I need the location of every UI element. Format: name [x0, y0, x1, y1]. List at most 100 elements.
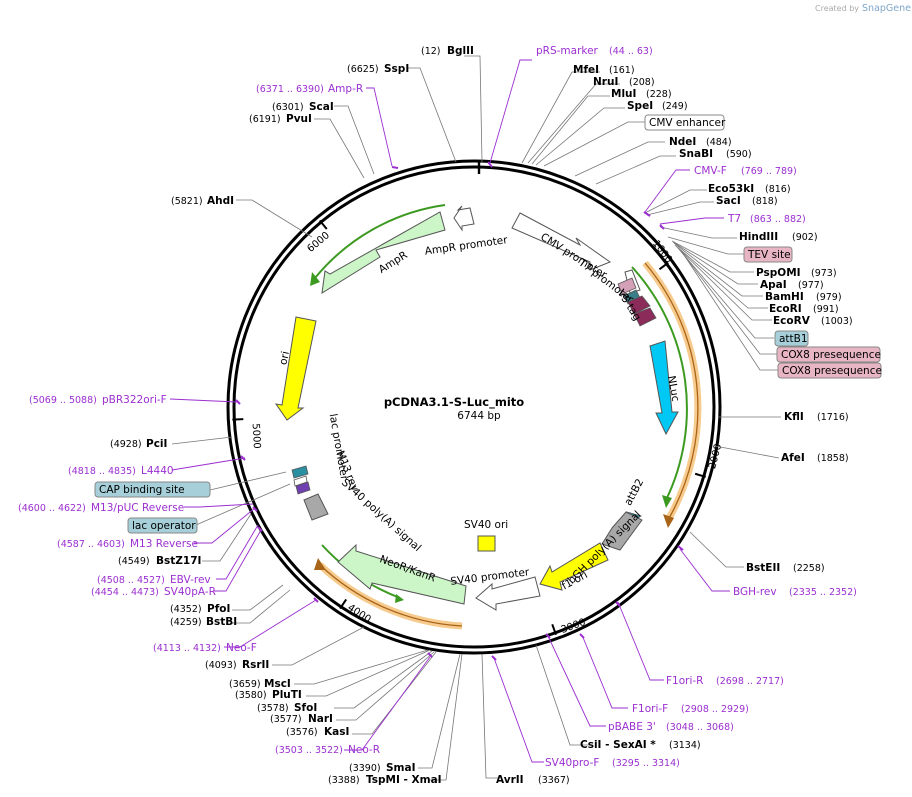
- enzyme-pos-tspmi: (3388): [328, 775, 360, 786]
- enzyme-name-bsteii: BstEII: [746, 562, 780, 574]
- enzyme-name-kasi: KasI: [324, 726, 349, 738]
- enzyme-name-bglii: BglII: [447, 45, 474, 57]
- primer-name-t7: T7: [727, 213, 741, 225]
- badge-cap-site: CAP binding site: [94, 481, 211, 498]
- orf-line-right-arrow: [662, 495, 672, 508]
- orf-line-neo-arrow: [395, 594, 404, 603]
- enzyme-pos-eco53ki: (816): [765, 184, 791, 195]
- enzyme-name-apai: ApaI: [760, 279, 787, 291]
- plasmid-length: 6744 bp: [457, 410, 501, 422]
- enzyme-name-pluti: PluTI: [272, 689, 302, 701]
- primer-pos-amp-r: (6371 .. 6390): [256, 84, 324, 95]
- badges: CMV enhancer TEV site attB1 COX8 presequ…: [94, 114, 882, 534]
- orange-arc-right-line: [644, 262, 699, 521]
- enzyme-name-spei: SpeI: [627, 100, 653, 112]
- backbone-inner: [232, 165, 716, 649]
- primer-name-bgh-rev: BGH-rev: [733, 586, 777, 598]
- enzyme-pos-pluti: (3580): [235, 690, 267, 701]
- ori-arrow: [274, 316, 317, 421]
- primer-pos-m13-puc-reverse: (4600 .. 4622): [18, 503, 86, 514]
- orange-arc-left-line: [319, 564, 463, 627]
- badge-cmv-enhancer-label: CMV enhancer: [649, 117, 726, 129]
- cox8-arrow-1: [627, 295, 651, 315]
- primer-pos-m13-reverse: (4587 .. 4603): [57, 539, 125, 550]
- enzyme-pos-pcii: (4928): [110, 439, 142, 450]
- ampr-arrow: [321, 211, 446, 294]
- primer-pos-cmv-f: (769 .. 789): [741, 166, 797, 177]
- enzyme-name-bstbi: BstBI: [206, 616, 237, 628]
- enzyme-pos-apai: (977): [798, 280, 824, 291]
- orf-line-ampr-arrow: [310, 272, 320, 286]
- primer-name-ebv-rev: EBV-rev: [170, 574, 211, 586]
- enzyme-name-tspmi: TspMI - XmaI: [366, 774, 442, 786]
- credit-prefix: Created by: [815, 4, 859, 13]
- primer-name-pbabe-3: pBABE 3': [608, 721, 656, 733]
- sv40-promoter-arrow: [475, 576, 541, 611]
- enzyme-name-hindiii: HindIII: [739, 231, 778, 243]
- primer-pos-sv40pa-r: (4454 .. 4473): [91, 587, 159, 598]
- primer-pos-prs-marker: (44 .. 63): [609, 46, 653, 57]
- label-ori: ori: [277, 350, 292, 366]
- tick-5000: [232, 418, 244, 421]
- enzyme-pos-ecori: (991): [813, 304, 839, 315]
- primer-pos-pbabe-3: (3048 .. 3068): [666, 722, 734, 733]
- primer-pos-l4440: (4818 .. 4835): [68, 466, 136, 477]
- badge-cox8-1-label: COX8 presequence: [781, 349, 881, 361]
- cox8-arrow-2: [633, 307, 657, 327]
- enzyme-pos-bglii: (12): [421, 46, 441, 57]
- label-ampr: AmpR: [377, 249, 410, 276]
- tick-2000: [694, 472, 706, 478]
- enzyme-pos-smai: (3390): [349, 763, 381, 774]
- enzyme-name-ahdi: AhdI: [207, 195, 234, 207]
- enzyme-name-sspi: SspI: [384, 63, 409, 75]
- orf-line-ampr: [314, 204, 446, 279]
- orange-arc-left-arrow: [314, 558, 326, 570]
- primer-pos-neo-f: (4113 .. 4132): [153, 643, 221, 654]
- primer-pos-neo-r: (3503 .. 3522): [275, 745, 343, 756]
- enzyme-name-snabi: SnaBI: [679, 148, 713, 160]
- enzyme-name-afei: AfeI: [781, 452, 805, 464]
- enzyme-name-pfoi: PfoI: [207, 603, 230, 615]
- primer-name-amp-r: Amp-R: [328, 83, 363, 95]
- primer-name-sv40pro-f: SV40pro-F: [545, 757, 599, 769]
- primer-pos-f1ori-r: (2698 .. 2717): [716, 676, 784, 687]
- backbone-outer: [226, 159, 722, 655]
- tick-3000: [551, 624, 557, 636]
- primer-name-m13-puc-reverse: M13/pUC Reverse: [91, 502, 184, 514]
- enzyme-pos-ecorv: (1003): [821, 316, 853, 327]
- enzyme-name-ecori: EcoRI: [769, 303, 802, 315]
- enzyme-name-csii: CsiI - SexAI *: [580, 739, 656, 751]
- enzyme-pos-afei: (1858): [817, 453, 849, 464]
- enzyme-pos-mfei: (161): [609, 65, 635, 76]
- enzyme-name-bstz17i: BstZ17I: [156, 555, 201, 567]
- primer-name-m13-reverse: M13 Reverse: [130, 538, 198, 550]
- enzyme-pos-snabi: (590): [726, 149, 752, 160]
- enzyme-pos-pspomi: (973): [811, 268, 837, 279]
- enzyme-pos-scai: (6301): [272, 102, 304, 113]
- enzyme-pos-sfoi: (3578): [257, 703, 289, 714]
- enzyme-name-saci: SacI: [716, 195, 741, 207]
- primer-name-f1ori-r: F1ori-R: [666, 675, 703, 687]
- m13-rev-mark: [295, 481, 311, 495]
- enzyme-pos-bstz17i: (4549): [118, 556, 150, 567]
- credit-brand: SnapGene: [862, 3, 911, 14]
- label-nluc: NLuc: [665, 375, 681, 403]
- badge-tev-site-label: TEV site: [747, 249, 791, 261]
- label-lac-promoter: lac promoter: [327, 413, 351, 482]
- primer-name-l4440: L4440: [141, 465, 174, 477]
- orange-arc-right-arrow: [663, 514, 674, 528]
- primer-labels: pRS-marker (44 .. 63) CMV-F (769 .. 789)…: [18, 45, 857, 769]
- badge-lac-operator: lac operator: [127, 517, 198, 534]
- enzyme-pos-bsteii: (2258): [793, 563, 825, 574]
- enzyme-name-pvui: PvuI: [286, 113, 312, 125]
- badge-cox8-2: COX8 presequence: [777, 362, 882, 379]
- enzyme-name-avrii: AvrII: [496, 774, 524, 786]
- enzyme-labels: (12) BglII MfeI (161) NruI (208) MluI (2…: [110, 45, 853, 786]
- badge-tev-site: TEV site: [743, 246, 793, 263]
- enzyme-name-smai: SmaI: [386, 762, 416, 774]
- primer-name-f1ori-f: F1ori-F: [632, 703, 668, 715]
- enzyme-pos-kasi: (3576): [286, 727, 318, 738]
- badge-attb1-label: attB1: [779, 333, 808, 345]
- badge-cmv-enhancer: CMV enhancer: [644, 114, 726, 131]
